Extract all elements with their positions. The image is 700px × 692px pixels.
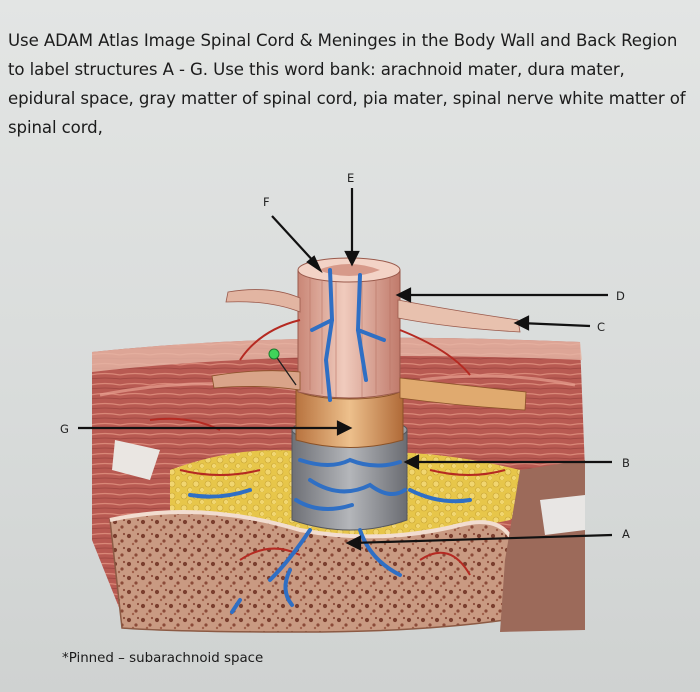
label-f: F bbox=[263, 195, 270, 209]
footnote-pinned-subarachnoid: *Pinned – subarachnoid space bbox=[62, 651, 264, 666]
arachnoid-band bbox=[295, 387, 404, 448]
label-c: C bbox=[597, 320, 605, 334]
spinal-cord-meninges-illustration: E F D C G B A bbox=[60, 171, 630, 633]
leader-line-f bbox=[271, 215, 317, 265]
lower-right-nerve-root bbox=[399, 377, 527, 411]
label-g: G bbox=[60, 422, 69, 436]
label-a: A bbox=[622, 527, 630, 541]
label-d: D bbox=[616, 289, 625, 303]
dura-mater-sheath bbox=[291, 429, 408, 531]
spinal-cord-column bbox=[297, 269, 401, 399]
leader-line-a bbox=[351, 533, 613, 545]
upper-right-nerve-root bbox=[397, 299, 521, 333]
subarachnoid-pin-icon bbox=[268, 348, 280, 360]
leader-line-c bbox=[519, 321, 591, 328]
label-b: B bbox=[622, 456, 630, 470]
instructions-text: Use ADAM Atlas Image Spinal Cord & Menin… bbox=[8, 31, 686, 137]
lower-left-nerve-root bbox=[211, 370, 301, 391]
upper-left-nerve-root bbox=[225, 289, 301, 313]
label-e: E bbox=[347, 171, 354, 185]
